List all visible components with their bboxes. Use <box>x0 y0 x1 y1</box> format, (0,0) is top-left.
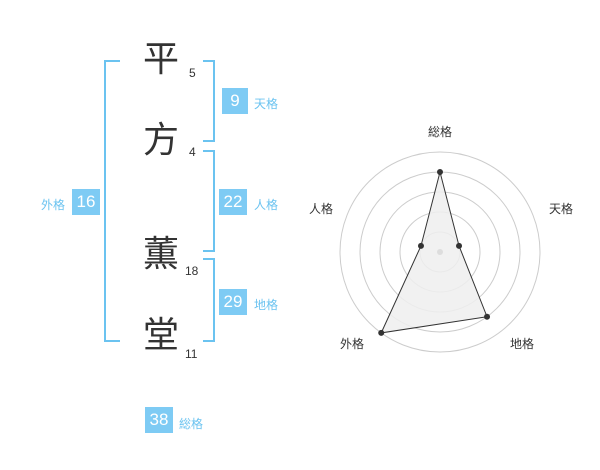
tenkaku-bracket <box>203 60 215 142</box>
gaikaku-value-badge: 16 <box>72 189 100 215</box>
radar-axis-label-chikaku: 地格 <box>510 337 535 351</box>
radar-point-5 <box>417 242 424 249</box>
tenkaku-value-badge: 9 <box>222 88 248 114</box>
radar-axis-label-gaikaku: 外格 <box>340 337 365 351</box>
radar-axis-label-tenkaku: 天格 <box>549 202 574 216</box>
radar-point-4 <box>378 329 385 336</box>
radar-axis-label-jinkaku: 人格 <box>309 202 334 216</box>
name-char-1: 平 <box>143 39 180 80</box>
radar-axis-label-soukaku: 総格 <box>428 125 453 139</box>
radar-center-dot <box>437 249 443 255</box>
stroke-count-3: 18 <box>185 264 199 278</box>
jinkaku-bracket <box>203 150 215 252</box>
tenkaku-label: 天格 <box>254 97 279 111</box>
name-char-4: 堂 <box>143 315 180 356</box>
gaikaku-label: 外格 <box>41 198 66 212</box>
jinkaku-value-badge: 22 <box>219 189 247 215</box>
stroke-count-2: 4 <box>189 145 196 159</box>
stroke-count-4: 11 <box>185 347 198 361</box>
stroke-count-1: 5 <box>189 66 196 80</box>
name-char-3: 薫 <box>143 234 180 275</box>
chikaku-bracket <box>203 258 215 342</box>
soukaku-value-badge: 38 <box>145 407 173 433</box>
jinkaku-label: 人格 <box>254 198 279 212</box>
gaikaku-bracket <box>104 60 120 342</box>
radar-point-1 <box>437 169 443 175</box>
radar-point-3 <box>484 313 491 320</box>
radar-data-polygon <box>380 171 488 334</box>
name-char-2: 方 <box>143 120 180 161</box>
radar-point-2 <box>456 242 463 249</box>
chikaku-label: 地格 <box>254 298 279 312</box>
radar-grid-ring <box>339 151 541 353</box>
soukaku-label: 総格 <box>179 417 204 431</box>
chikaku-value-badge: 29 <box>219 289 247 315</box>
